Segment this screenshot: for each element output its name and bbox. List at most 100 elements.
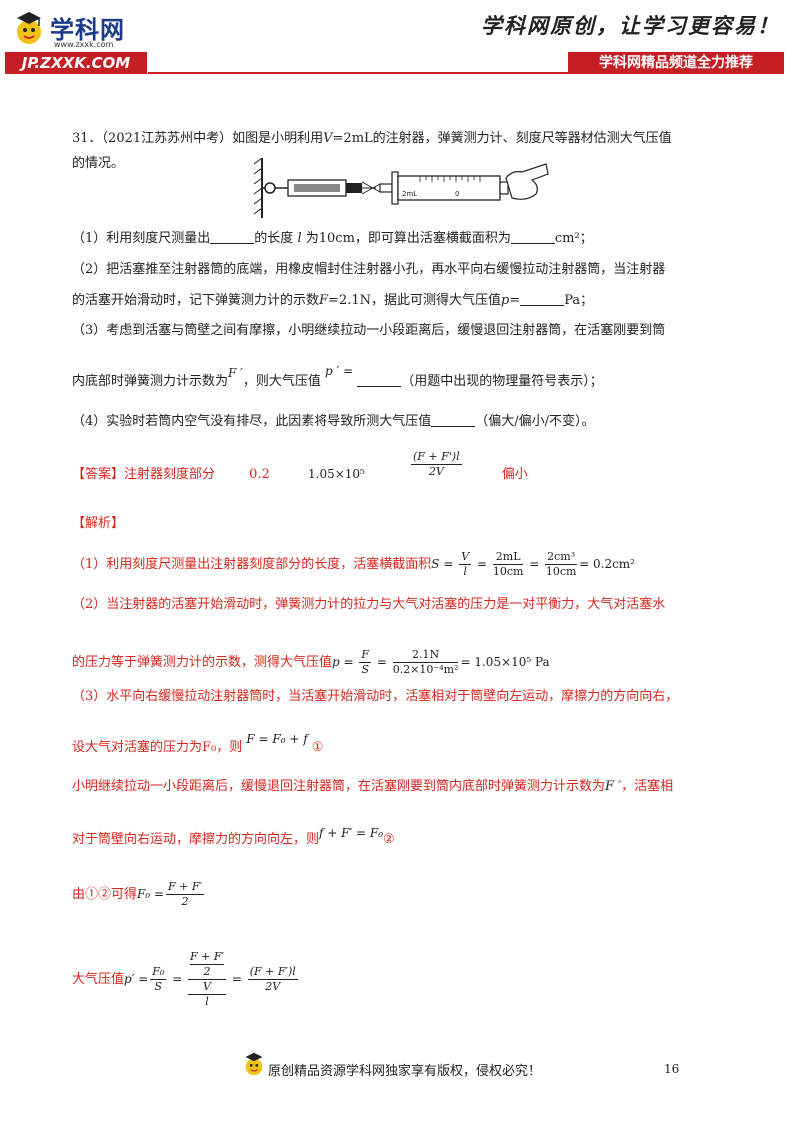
q1-blank-1[interactable]	[210, 231, 255, 244]
frac-9-num: (F + F′)l	[247, 965, 298, 980]
frac-8-num: F + F′2	[188, 950, 227, 980]
copyright-notice: 原创精品资源学科网独家享有版权，侵权必究！	[268, 1064, 542, 1079]
syringe-flange	[391, 171, 399, 205]
analysis-part-3-line-4: 对于筒壁向右运动，摩擦力的方向向左，则f + F′ = F₀②	[72, 826, 395, 849]
q1-unit: cm²；	[554, 231, 593, 246]
equation-2-marker: ②	[383, 832, 395, 847]
analysis-2-text: 的压力等于弹簧测力计的示数，测得大气压值	[72, 655, 333, 670]
equation-1-marker: ①	[311, 740, 324, 755]
question-4: （4）实验时若筒内空气没有排尽，此因素将导致所测大气压值（偏大/偏小/不变）。	[72, 413, 595, 431]
var-F-prime: F ′	[228, 366, 243, 380]
analysis-label: 【解析】	[72, 516, 125, 531]
question-3-line-1: （3）考虑到活塞与筒壁之间有摩擦，小明继续拉动一小段距离后，缓慢退回注射器筒，在…	[72, 323, 666, 338]
hook-ring	[264, 182, 276, 194]
frac-8-den-bot: l	[205, 995, 209, 1008]
analysis-4-lhs: F₀ =	[137, 887, 165, 901]
var-p: p	[501, 293, 510, 308]
question-3-line-2: 内底部时弹簧测力计示数为F ′，则大气压值 p ′ = （用题中出现的物理量符号…	[72, 364, 603, 391]
answer-4-numerator: (F + F')l	[411, 450, 462, 465]
q4-blank[interactable]	[431, 414, 476, 427]
question-2-line-2: 的活塞开始滑动时，记下弹簧测力计的示数F=2.1N，据此可测得大气压值p=Pa；	[72, 292, 593, 310]
question-intro-text-2: =2mL的注射器，弹簧测力计、刻度尺等器材估测大气压值	[332, 131, 672, 146]
syringe-scale-label: 2mL	[402, 190, 417, 198]
wall-hatching	[253, 158, 263, 215]
question-intro-text: 31．（2021江苏苏州中考）如图是小明利用	[72, 131, 324, 146]
analysis-part-4: 由①②可得F₀ =F + F′2	[72, 880, 206, 909]
spring-scale-spring	[294, 184, 340, 192]
spring-scale-hook	[346, 183, 362, 193]
frac-8-num-top: F + F′	[190, 950, 225, 965]
analysis-part-3-line-1: （3）水平向右缓慢拉动注射器筒时，当活塞开始滑动时，活塞相对于筒壁向左运动，摩擦…	[72, 689, 679, 704]
q2-unit: Pa；	[564, 293, 594, 308]
answer-3: 1.05×10⁵	[308, 467, 365, 481]
channel-banner[interactable]: 学科网精品频道全力推荐	[568, 52, 784, 74]
site-banner[interactable]: JP.ZXXK.COM	[5, 52, 147, 74]
frac-2-den: 10cm	[492, 565, 524, 578]
q3-blank[interactable]	[357, 374, 402, 387]
page-footer: 原创精品资源学科网独家享有版权，侵权必究！ 16	[0, 1048, 800, 1088]
syringe-zero-label: 0	[455, 190, 459, 198]
q2-blank[interactable]	[520, 293, 565, 306]
analysis-part-3-line-3: 小明继续拉动一小段距离后，缓慢退回注射器筒，在活塞刚要到筒内底部时弹簧测力计示数…	[72, 778, 673, 796]
analysis-3-text-4: 对于筒壁向右运动，摩擦力的方向向左，则	[72, 832, 320, 847]
var-l: l	[297, 231, 302, 246]
equation-1: F = F₀ + f	[246, 732, 308, 746]
analysis-3-text-2: 设大气对活塞的压力为F₀，则	[72, 740, 243, 755]
frac-4-den: S	[361, 663, 369, 676]
q2-text-a: 的活塞开始滑动时，记下弹簧测力计的示数	[72, 293, 320, 308]
equation-2: f + F′ = F₀	[319, 826, 384, 840]
frac-3-den: 10cm	[545, 565, 577, 578]
frac-6-den: 2	[181, 895, 189, 908]
analysis-part-2-line-1: （2）当注射器的活塞开始滑动时，弹簧测力计的拉力与大气对活塞的压力是一对平衡力，…	[72, 597, 666, 612]
header-slogan: 学科网原创，让学习更容易！	[481, 13, 780, 38]
brand-url: www.zxxk.com	[54, 40, 114, 49]
analysis-1-text: （1）利用刻度尺测量出注射器刻度部分的长度，活塞横截面积	[72, 557, 432, 572]
answer-5: 偏小	[501, 467, 528, 482]
frac-1-den: l	[463, 565, 467, 578]
answer-label: 【答案】	[72, 467, 125, 482]
q1-text-c: 为10cm，即可算出活塞横截面积为	[305, 231, 511, 246]
analysis-1-result: = 0.2cm²	[579, 557, 635, 571]
hand-drawing	[505, 163, 549, 200]
answer-4-denominator: 2V	[428, 465, 444, 478]
frac-5-den: 0.2×10⁻⁴m²	[392, 663, 459, 676]
plunger-rod	[379, 183, 393, 193]
brand-name: 学科网	[50, 16, 125, 44]
analysis-5-text: 大气压值	[72, 972, 125, 987]
analysis-5-lhs: p′ =	[124, 972, 149, 986]
frac-7-num: F₀	[150, 965, 167, 980]
frac-1-num: V	[459, 550, 472, 565]
q4-text-b: （偏大/偏小/不变）。	[475, 414, 595, 429]
q3-text-a: 内底部时弹簧测力计示数为	[72, 374, 229, 389]
brand-logo[interactable]: 学科网 www.zxxk.com	[12, 8, 162, 78]
q1-blank-2[interactable]	[510, 231, 555, 244]
syringe-nozzle	[499, 181, 509, 195]
frac-7-den: S	[154, 980, 163, 993]
frac-8-num-bot: 2	[203, 965, 211, 978]
syringe-scale-ticks	[419, 176, 481, 182]
frac-8-den-top: V	[188, 980, 227, 995]
var-p-2: p	[332, 655, 340, 669]
mascot-icon	[17, 12, 41, 44]
q3-text-c: （用题中出现的物理量符号表示）；	[401, 374, 603, 389]
question-intro-line-2: 的情况。	[72, 156, 125, 171]
connector-strings	[361, 181, 381, 195]
frac-9-den: 2V	[265, 980, 281, 993]
question-2-line-1: （2）把活塞推至注射器筒的底端，用橡皮帽封住注射器小孔，再水平向右缓慢拉动注射器…	[72, 262, 666, 277]
frac-6-num: F + F′	[166, 880, 205, 895]
analysis-3-text-3b: ，活塞相	[621, 779, 674, 794]
analysis-4-frac: F + F′2	[166, 880, 205, 909]
q2-text-b: =2.1N，据此可测得大气压值	[328, 293, 501, 308]
